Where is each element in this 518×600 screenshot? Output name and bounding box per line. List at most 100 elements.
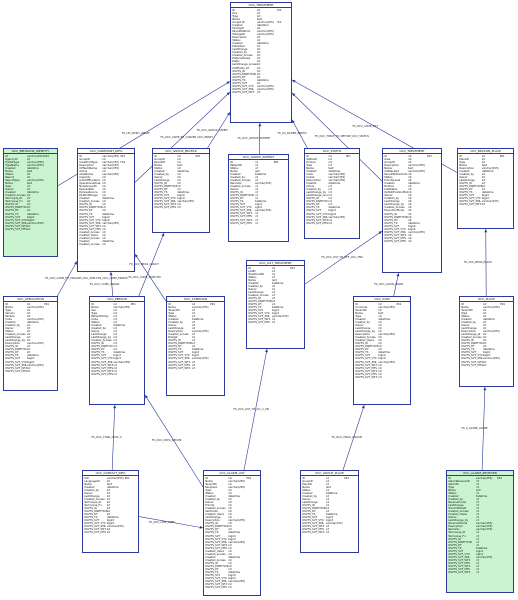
column-type: int <box>113 311 117 315</box>
column-name: OSVTS_SVT_MTS <box>448 568 470 572</box>
column-type: int <box>254 163 258 167</box>
column-name: OSVTS_TS <box>84 516 98 520</box>
column-name: Description <box>459 166 474 170</box>
column-type: varchar(255) <box>102 163 120 167</box>
column-type: int <box>475 479 479 483</box>
column-name: Created <box>154 169 165 173</box>
column-name: Owner <box>230 188 239 192</box>
column-name: OSVTS_PARTITION <box>248 300 272 304</box>
relationship-arrowhead <box>227 112 230 116</box>
column-name: OSVTS_PARTITION <box>205 525 229 529</box>
column-type: int <box>228 501 232 504</box>
column-type: varchar(255) <box>26 179 44 182</box>
column-name: Name <box>230 169 238 173</box>
column-type: int <box>254 215 258 219</box>
column-type: datetime <box>378 317 390 321</box>
relationship-arrowhead <box>161 233 165 237</box>
column-name: OSVTS_SVT_MTS <box>5 369 27 373</box>
column-type: datetime <box>102 197 114 201</box>
column-name: OSVTS_SVT_WTX <box>232 90 255 94</box>
column-name: ID <box>230 160 233 164</box>
column-type: int <box>113 348 117 352</box>
column-type: int <box>106 479 111 483</box>
column-type: bigint <box>228 577 236 581</box>
column-type: datetime <box>191 317 204 321</box>
column-name: Created_by <box>355 320 370 324</box>
column-key: FK1 <box>120 160 126 164</box>
column-name: Ons <box>232 11 238 15</box>
column-name: Created_by <box>84 488 99 492</box>
column-type: int <box>26 206 31 210</box>
column-type: int <box>481 175 486 179</box>
column-type: int <box>26 351 31 355</box>
column-name: OSVTS_SVT_MTS <box>306 221 328 225</box>
column-name: OSVTS_SVT_XML <box>232 87 254 91</box>
column-type: datetime <box>482 348 495 352</box>
relationship-label: FK_OCC_LIMP_UNPS <box>149 520 175 524</box>
column-name: DpAreaPlan <box>79 188 95 192</box>
column-type: int <box>271 321 276 325</box>
column-type: int <box>191 308 196 312</box>
relationship-line <box>144 394 204 488</box>
column-name: OSVTS_SVT_VTX <box>232 84 254 88</box>
column-name: Created_Access <box>205 552 226 556</box>
column-type: int <box>482 345 487 349</box>
column-type: int <box>378 363 382 367</box>
column-type: bigint <box>328 212 336 216</box>
column-name: OSVTS_SVT_MTS <box>448 561 470 565</box>
